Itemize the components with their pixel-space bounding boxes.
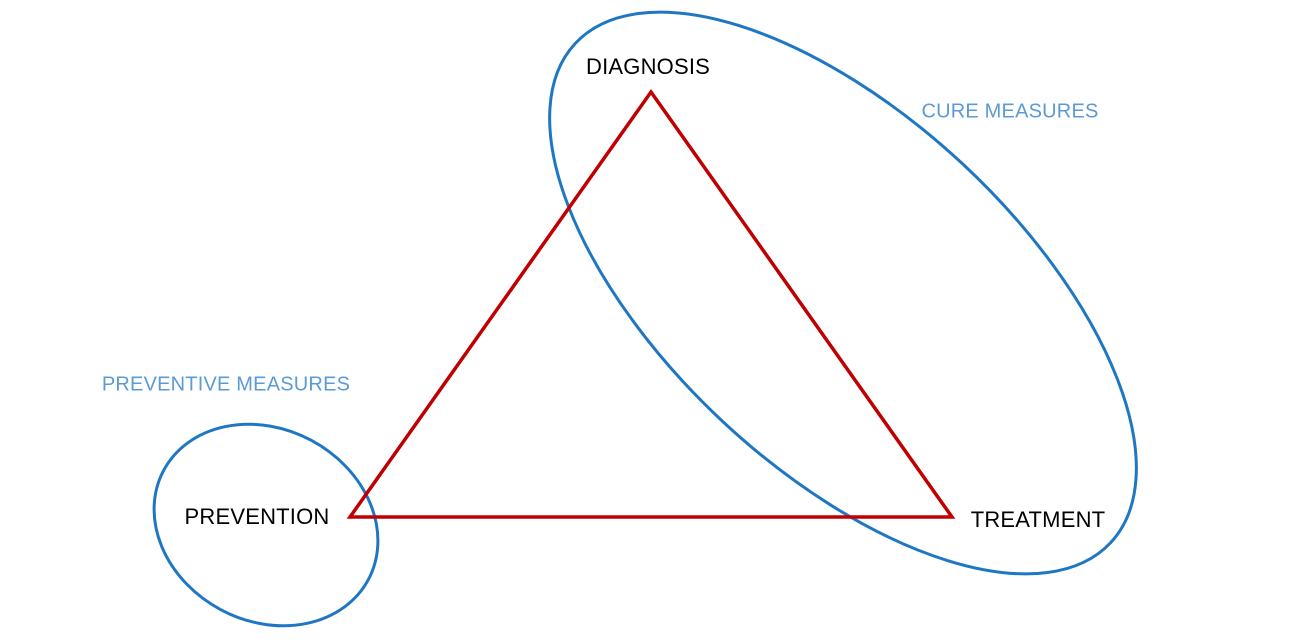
care-triangle [346, 88, 956, 519]
diagnosis-label: DIAGNOSIS [585, 54, 711, 79]
prevention-label: PREVENTION [184, 504, 330, 529]
preventive-measures-ellipse [152, 422, 380, 628]
treatment-label: TREATMENT [970, 507, 1106, 532]
cure-measures-ellipse [548, 10, 1138, 576]
cure-measures-label: CURE MEASURES [921, 100, 1099, 123]
preventive-measures-label: PREVENTIVE MEASURES [101, 373, 351, 396]
